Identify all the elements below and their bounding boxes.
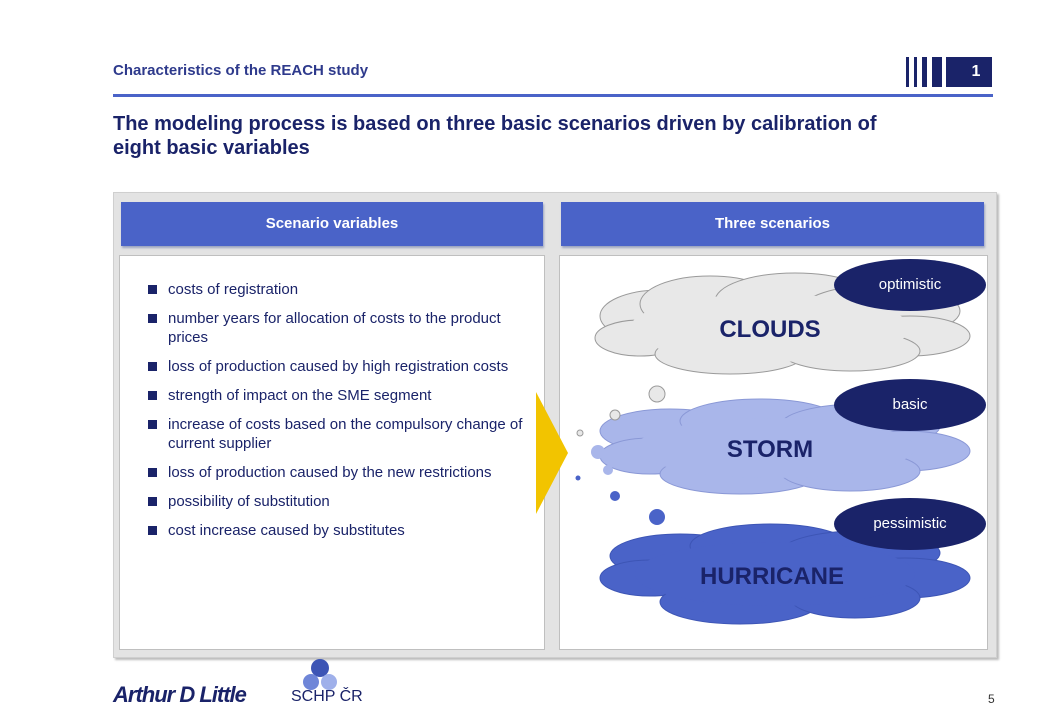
- header-rule: [113, 94, 993, 97]
- arthur-d-little-logo: Arthur D Little: [113, 682, 246, 708]
- scenario-name-hurricane: HURRICANE: [672, 563, 872, 591]
- list-item: possibility of substitution: [148, 492, 528, 511]
- bullet-icon: [148, 391, 157, 400]
- scenario-tag-pessimistic: pessimistic: [834, 498, 986, 550]
- list-item: loss of production caused by high regist…: [148, 357, 528, 376]
- bullet-icon: [148, 497, 157, 506]
- scenario-variables-header: Scenario variables: [121, 202, 543, 246]
- bullet-icon: [148, 526, 157, 535]
- page-headline: The modeling process is based on three b…: [113, 112, 913, 160]
- section-subtitle: Characteristics of the REACH study: [113, 62, 368, 79]
- bullet-icon: [148, 314, 157, 323]
- bullet-icon: [148, 468, 157, 477]
- page-number: 5: [988, 692, 995, 706]
- scenario-name-storm: STORM: [680, 436, 860, 464]
- scenario-name-clouds: CLOUDS: [680, 316, 860, 344]
- bullet-icon: [148, 420, 157, 429]
- bullet-icon: [148, 362, 157, 371]
- list-item: loss of production caused by the new res…: [148, 463, 528, 482]
- chapter-number-badge: 1: [960, 57, 992, 87]
- list-item: increase of costs based on the compulsor…: [148, 415, 528, 453]
- list-item: strength of impact on the SME segment: [148, 386, 528, 405]
- variables-list: costs of registration number years for a…: [148, 280, 528, 550]
- list-item: number years for allocation of costs to …: [148, 309, 528, 347]
- scenario-tag-optimistic: optimistic: [834, 259, 986, 311]
- schp-logo-icon: [302, 658, 338, 692]
- bullet-icon: [148, 285, 157, 294]
- scenario-tag-basic: basic: [834, 379, 986, 431]
- schp-logo-text: SCHP ČR: [291, 688, 363, 706]
- three-scenarios-header: Three scenarios: [561, 202, 984, 246]
- list-item: cost increase caused by substitutes: [148, 521, 528, 540]
- list-item: costs of registration: [148, 280, 528, 299]
